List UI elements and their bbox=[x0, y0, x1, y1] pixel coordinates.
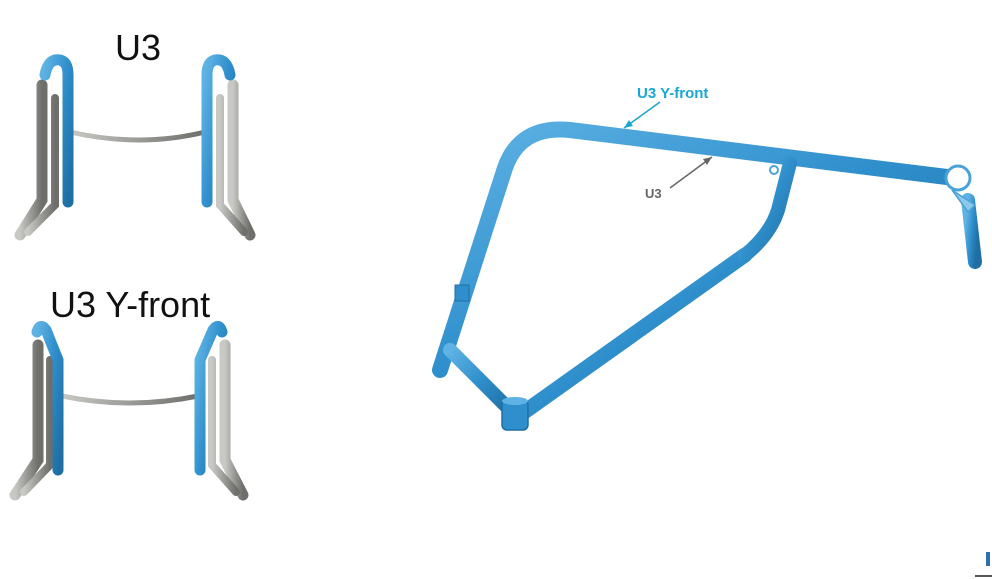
edge-marker bbox=[986, 552, 990, 566]
u3-title: U3 bbox=[115, 27, 162, 68]
callout-arrows bbox=[623, 101, 713, 189]
callout-u3-y-front: U3 Y-front bbox=[637, 85, 708, 102]
u3-front-view bbox=[14, 54, 260, 241]
u3-y-front-title: U3 Y-front bbox=[50, 284, 211, 325]
y-front-side-view bbox=[432, 121, 982, 431]
u3-y-front-front-view bbox=[8, 321, 252, 501]
callout-u3: U3 bbox=[645, 186, 662, 201]
